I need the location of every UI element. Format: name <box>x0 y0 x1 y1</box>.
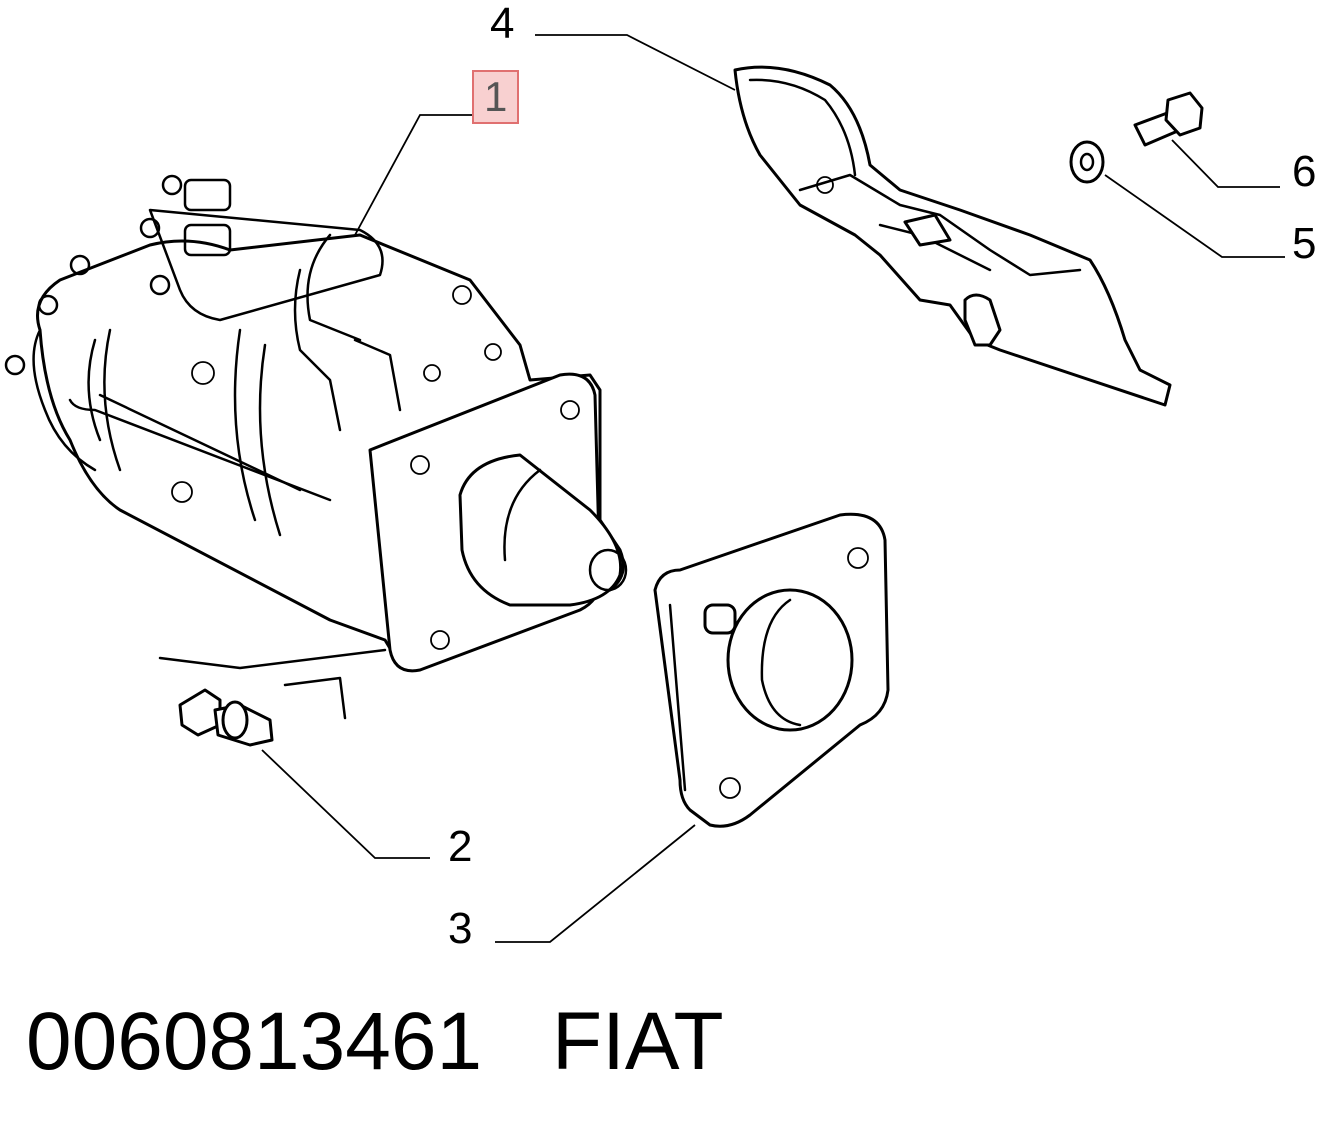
exploded-parts-diagram <box>4 34 1285 943</box>
gasket-drawing <box>653 512 890 828</box>
screw-drawing <box>1133 91 1204 147</box>
starter-motor-drawing <box>4 174 628 720</box>
leader-lines <box>261 34 1285 943</box>
callout-2: 2 <box>448 822 473 871</box>
heat-shield-drawing <box>733 65 1172 407</box>
brand-name: FIAT <box>552 996 724 1087</box>
callout-1-highlighted[interactable]: 1 <box>472 70 520 124</box>
callout-6: 6 <box>1292 147 1317 196</box>
part-number: 0060813461 <box>26 996 483 1087</box>
callout-5: 5 <box>1292 219 1317 268</box>
callout-4: 4 <box>490 0 515 48</box>
bolt-drawing <box>178 688 274 747</box>
callout-3: 3 <box>448 904 473 953</box>
part-caption: 0060813461 FIAT <box>26 995 724 1089</box>
washer-drawing <box>1069 140 1105 184</box>
